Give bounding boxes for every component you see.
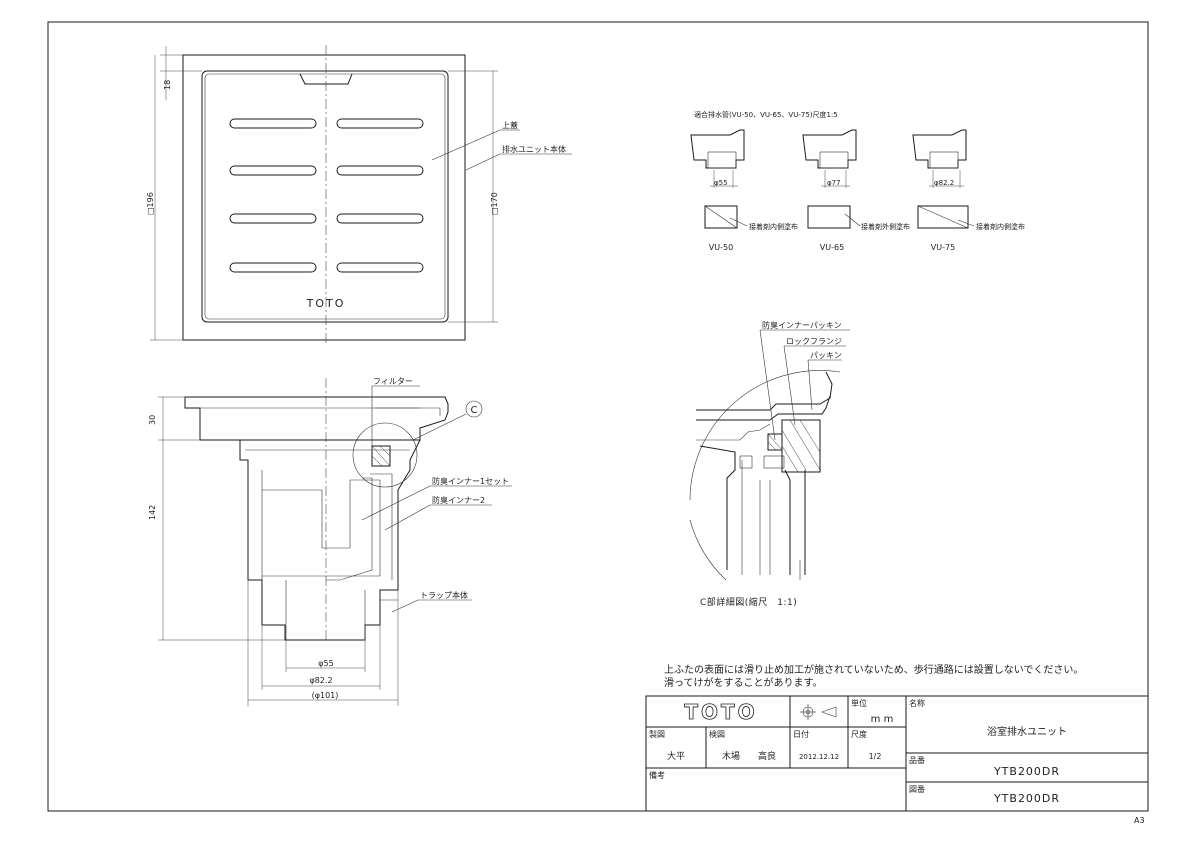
slot [229, 213, 317, 224]
dim-82-2: φ82.2 [309, 676, 332, 685]
detail-marker [465, 400, 483, 418]
scale-value: 1/2 [869, 752, 882, 761]
pipe-3-dia: φ82.2 [934, 179, 954, 187]
date-label: 日付 [793, 729, 809, 739]
scale-label: 尺度 [851, 729, 867, 739]
dim-55: φ55 [318, 659, 333, 668]
pipe-3: φ82.2 接着剤内側塗布 VU-75 [912, 129, 1025, 252]
pipe-title: 適合排水管(VU-50、VU-65、VU-75)尺度1:5 [694, 110, 838, 119]
name-value: 浴室排水ユニット [987, 725, 1067, 738]
section-view: C 30 142 φ55 φ82.2 (φ101) フィルター 防臭インナー1セ… [148, 377, 512, 706]
lid-outline [201, 70, 449, 323]
trap-body [239, 439, 421, 641]
pipe-3-note: 接着剤内側塗布 [976, 222, 1025, 231]
detail-lock-flange [781, 419, 821, 473]
top-view: TOTO 18 □196 □170 上蓋 排水ユニット本体 [146, 45, 572, 345]
title-block: TOTO 単位 m m 名称 浴室排水ユニット 製図 大平 検図 木場 高良 日… [645, 695, 1149, 812]
sheet-size: A3 [1134, 816, 1145, 825]
detail-caption: C部詳細図(縮尺 1:1) [700, 596, 797, 608]
label-packing: パッキン [810, 351, 842, 360]
slot [336, 165, 424, 176]
label-body: 排水ユニット本体 [502, 144, 566, 154]
label-lock-flange: ロックフランジ [786, 337, 842, 346]
pipe-1-dia: φ55 [714, 179, 728, 187]
pipe-table: 適合排水管(VU-50、VU-65、VU-75)尺度1:5 φ55 接着剤内側塗… [690, 110, 1025, 252]
body-outline [182, 54, 466, 341]
lid-inner-outline [204, 73, 446, 320]
warning-note: 上ふたの表面には滑り止め加工が施されていないため、歩行通路には設置しないでくださ… [664, 663, 1083, 689]
label-lid: 上蓋 [502, 120, 518, 130]
slot [336, 262, 424, 273]
drawing-no-label: 図番 [909, 784, 925, 794]
unit-label: 単位 [851, 698, 867, 708]
warning-line2: 滑ってけがをすることがあります。 [664, 676, 823, 689]
sheet-border [47, 21, 1149, 812]
pipe-1: φ55 接着剤内側塗布 VU-50 [690, 129, 798, 252]
dim-18: 18 [163, 80, 172, 90]
name-label: 名称 [909, 698, 925, 708]
part-label: 品番 [909, 755, 925, 765]
slot [229, 165, 317, 176]
unit-value: m m [871, 714, 894, 725]
dim-170: □170 [490, 192, 499, 215]
slot [336, 118, 424, 129]
date-value: 2012.12.12 [799, 753, 839, 761]
label-inner-set: 防臭インナー1セット [432, 476, 509, 486]
dim-196: □196 [146, 192, 155, 215]
dim-101: (φ101) [312, 691, 339, 700]
lid-notch [299, 73, 353, 85]
section-flange [184, 396, 449, 441]
projection-symbol [800, 704, 837, 720]
detail-c: 防臭インナーパッキン ロックフランジ パッキン C部詳細図(縮尺 1:1) [689, 320, 850, 608]
checked-value2: 高良 [758, 750, 776, 762]
drawn-label: 製図 [649, 729, 665, 739]
slot [229, 262, 317, 273]
drawing-no-value: YTB200DR [993, 792, 1060, 805]
title-block-logo: TOTO [684, 700, 757, 724]
part-value: YTB200DR [993, 765, 1060, 778]
label-filter: フィルター [373, 377, 413, 386]
warning-line1: 上ふたの表面には滑り止め加工が施されていないため、歩行通路には設置しないでくださ… [664, 663, 1083, 676]
detail-circle [352, 422, 418, 488]
pipe-2-dia: φ77 [827, 179, 841, 187]
label-packing-inner: 防臭インナーパッキン [762, 320, 842, 330]
pipe-2-note: 接着剤外側塗布 [861, 222, 910, 231]
label-trap: トラップ本体 [420, 590, 468, 600]
label-inner2: 防臭インナー2 [432, 495, 485, 505]
pipe-2: φ77 接着剤外側塗布 VU-65 [802, 129, 910, 252]
pipe-1-note: 接着剤内側塗布 [749, 222, 798, 231]
slot [229, 118, 317, 129]
dim-142: 142 [148, 505, 157, 520]
pipe-2-name: VU-65 [820, 243, 844, 252]
detail-mark: C [471, 405, 478, 416]
slot [336, 213, 424, 224]
pipe-3-name: VU-75 [931, 243, 955, 252]
pipe-1-name: VU-50 [709, 243, 733, 252]
dim-30: 30 [148, 415, 157, 425]
checked-label: 検図 [709, 729, 725, 739]
remarks-label: 備考 [649, 770, 665, 780]
checked-value1: 木場 [722, 750, 740, 762]
lid-logo: TOTO [306, 297, 346, 310]
drawn-value: 大平 [667, 750, 685, 762]
